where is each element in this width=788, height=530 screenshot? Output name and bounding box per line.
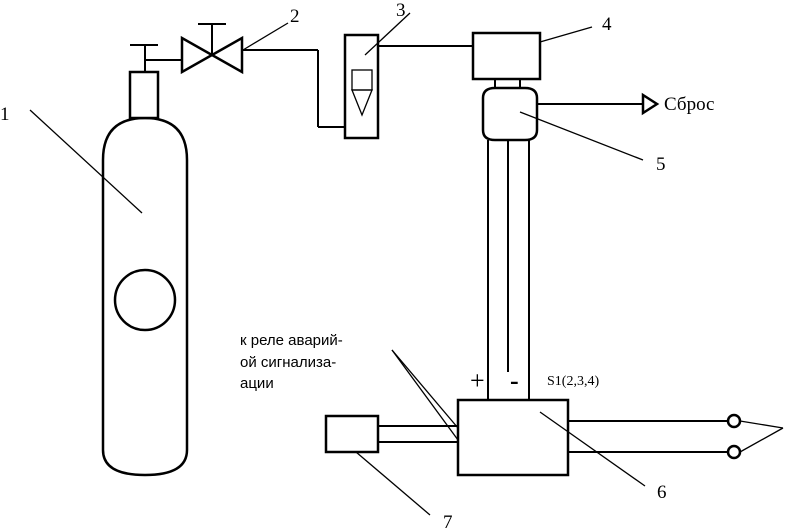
sensor-label: S1(2,3,4) xyxy=(547,374,599,389)
flowmeter xyxy=(343,33,473,140)
label-2: 2 xyxy=(290,6,300,27)
plus-sign: + xyxy=(470,366,485,395)
minus-sign: - xyxy=(510,366,519,395)
valve xyxy=(180,23,345,128)
gas-cylinder xyxy=(101,44,189,477)
alarm-relay-block xyxy=(324,414,458,454)
label-7: 7 xyxy=(443,512,453,530)
relay-label-line-2: ой сигнализа- xyxy=(240,354,336,371)
vent-label: Сброс xyxy=(664,94,714,115)
label-1: 1 xyxy=(0,104,10,125)
label-3: 3 xyxy=(396,0,406,21)
block-4 xyxy=(471,31,542,90)
sensor-head xyxy=(481,86,660,142)
terminal-top xyxy=(726,413,742,429)
cylinder-neck xyxy=(128,70,160,120)
vent-arrow-icon xyxy=(641,92,660,116)
control-unit xyxy=(456,398,784,477)
relay-label-line-1: к реле аварий- xyxy=(240,332,343,349)
leader-lines xyxy=(29,12,646,516)
sensor-cable xyxy=(487,140,530,400)
cylinder-window xyxy=(113,268,177,332)
label-6: 6 xyxy=(657,482,667,503)
label-4: 4 xyxy=(602,14,612,35)
label-5: 5 xyxy=(656,154,666,175)
terminal-bottom xyxy=(726,444,742,460)
relay-label-line-3: ации xyxy=(240,375,274,392)
